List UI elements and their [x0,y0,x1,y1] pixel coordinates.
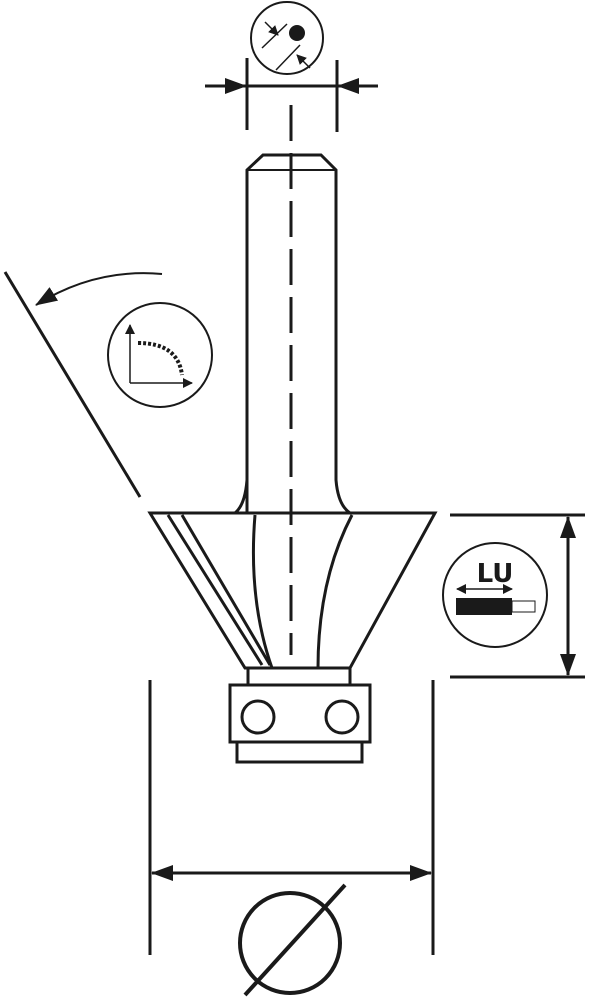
cutting-length-icon [442,542,548,648]
shank-diameter-icon [250,1,324,75]
angle-indicator [3,271,163,498]
cutter-head [147,511,438,670]
shank-dimension [205,58,378,132]
cutting-length-label: LU [477,559,514,589]
diameter-dimension [148,680,435,955]
shank [245,153,351,515]
cutting-length-dimension [450,513,585,679]
angle-icon [107,302,213,408]
diameter-symbol [238,883,347,997]
bearing [228,666,372,764]
